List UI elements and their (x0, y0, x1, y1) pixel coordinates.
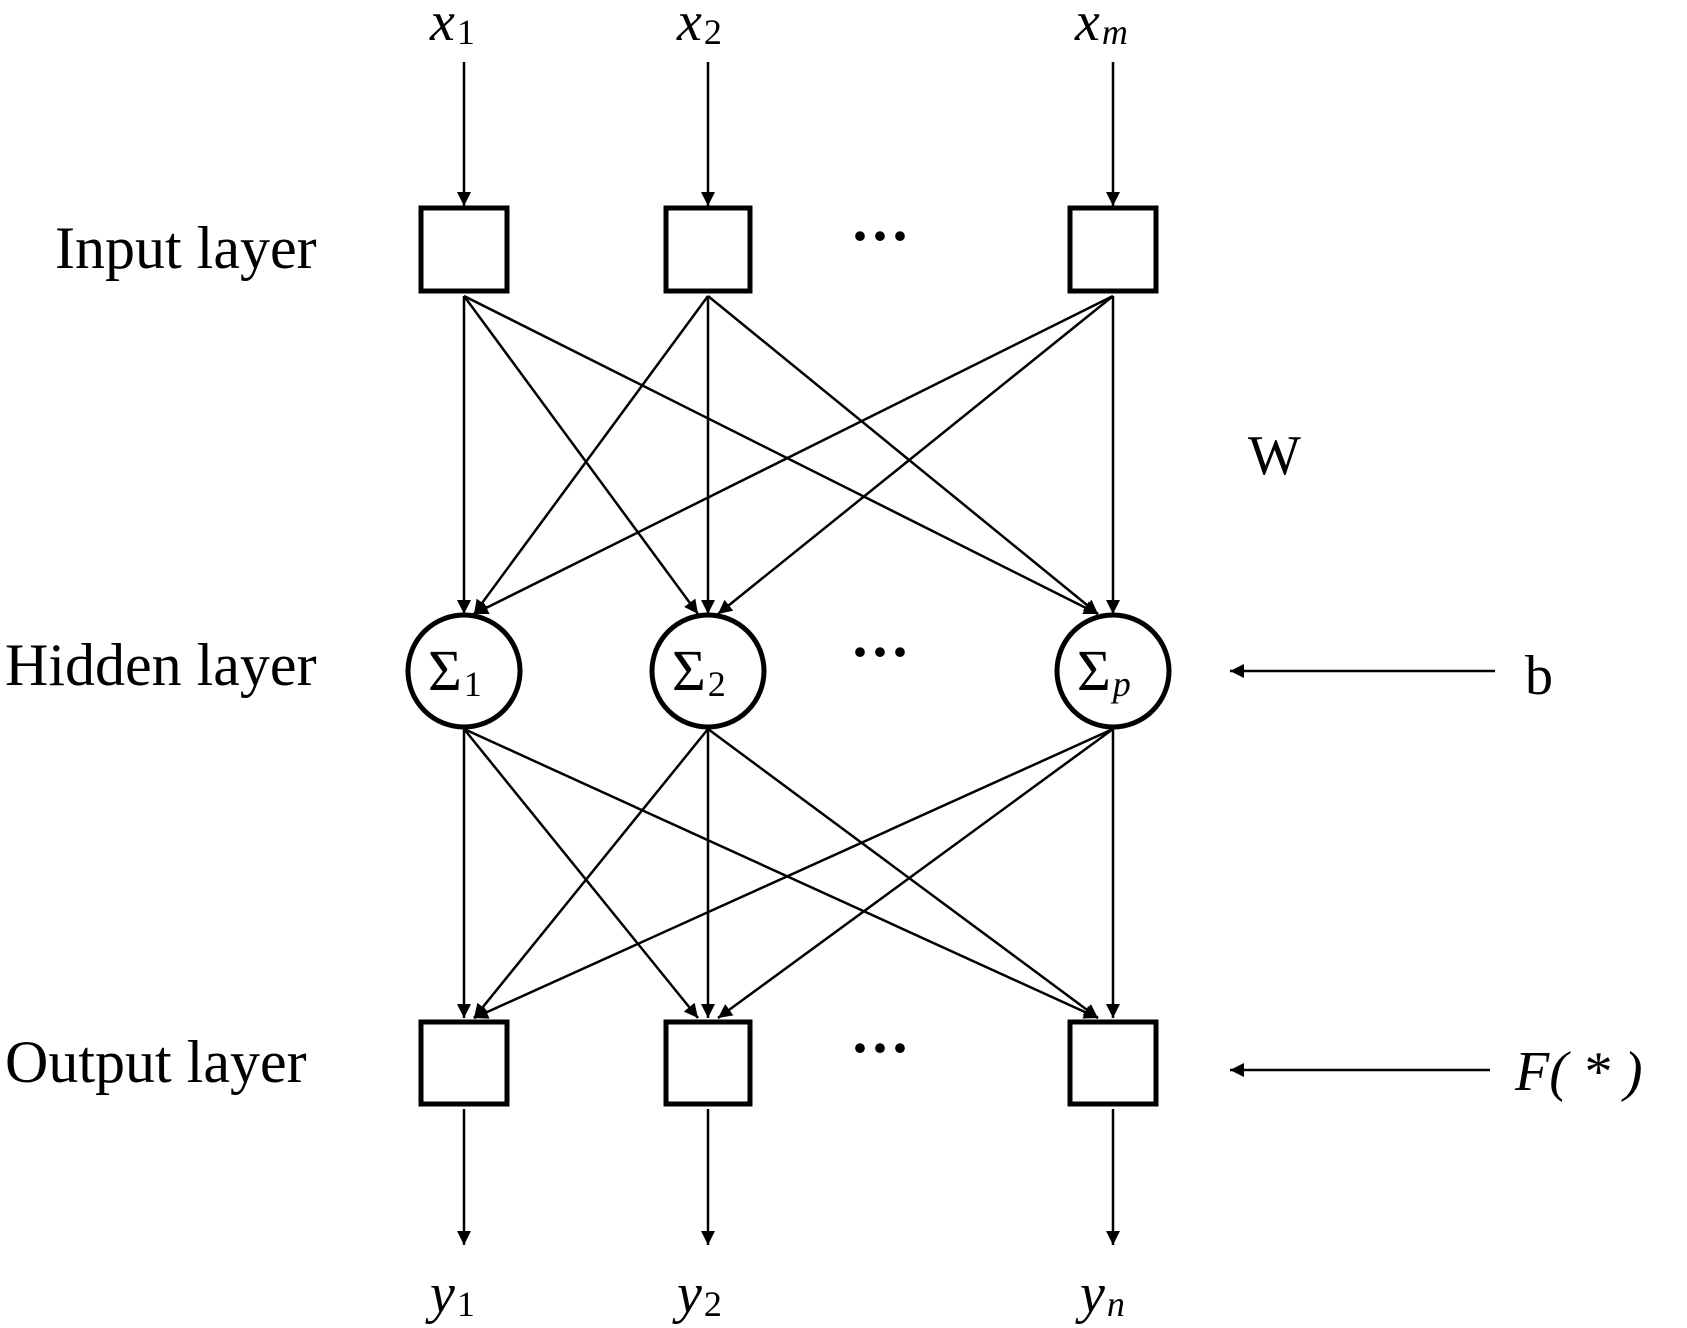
output-var-n: yn (1075, 1263, 1125, 1325)
edge-hp-o2 (717, 727, 1114, 1020)
activation-label: F( * ) (1514, 1041, 1643, 1103)
edge-inm-h1 (473, 294, 1114, 616)
edge-in2-hp (707, 295, 1099, 615)
hidden-ellipsis: ··· (850, 619, 910, 685)
edge-in2-h1 (472, 295, 710, 615)
input-hidden-edges (457, 294, 1120, 616)
output-layer-label: Output layer (5, 1029, 307, 1095)
input-node-2 (663, 205, 753, 294)
hidden-node-2 (649, 612, 767, 730)
output-node-2 (663, 1019, 753, 1107)
output-var-2: y2 (672, 1263, 722, 1325)
input-ellipsis: ··· (850, 203, 910, 269)
input-var-2: x2 (676, 0, 722, 53)
output-ellipsis: ··· (850, 1015, 910, 1081)
edge-h2-o1 (473, 728, 709, 1019)
input-node-1 (418, 205, 510, 294)
edge-h1-o2 (463, 728, 699, 1019)
hidden-node-1 (405, 612, 523, 730)
hidden-sum-2: Σ2 (672, 638, 726, 704)
edge-h1-on (463, 727, 1099, 1020)
output-var-1: y1 (425, 1263, 475, 1325)
bias-label: b (1525, 645, 1553, 707)
hidden-sum-1: Σ1 (428, 638, 482, 704)
input-var-m: xm (1074, 0, 1128, 53)
input-layer-label: Input layer (55, 215, 317, 281)
input-node-m (1067, 205, 1159, 294)
edge-inm-h2 (717, 295, 1114, 615)
edge-in1-h2 (462, 295, 700, 615)
weights-label: W (1248, 425, 1301, 487)
edge-in1-hp (463, 294, 1099, 616)
hidden-output-edges (457, 727, 1120, 1020)
hidden-sum-p: Σp (1077, 638, 1131, 704)
input-var-1: x1 (429, 0, 475, 53)
output-node-n (1067, 1019, 1159, 1107)
hidden-layer-label: Hidden layer (5, 632, 317, 698)
hidden-node-p (1054, 612, 1172, 730)
edge-h2-on (707, 727, 1099, 1020)
output-node-1 (418, 1019, 510, 1107)
edge-hp-o1 (473, 727, 1114, 1020)
